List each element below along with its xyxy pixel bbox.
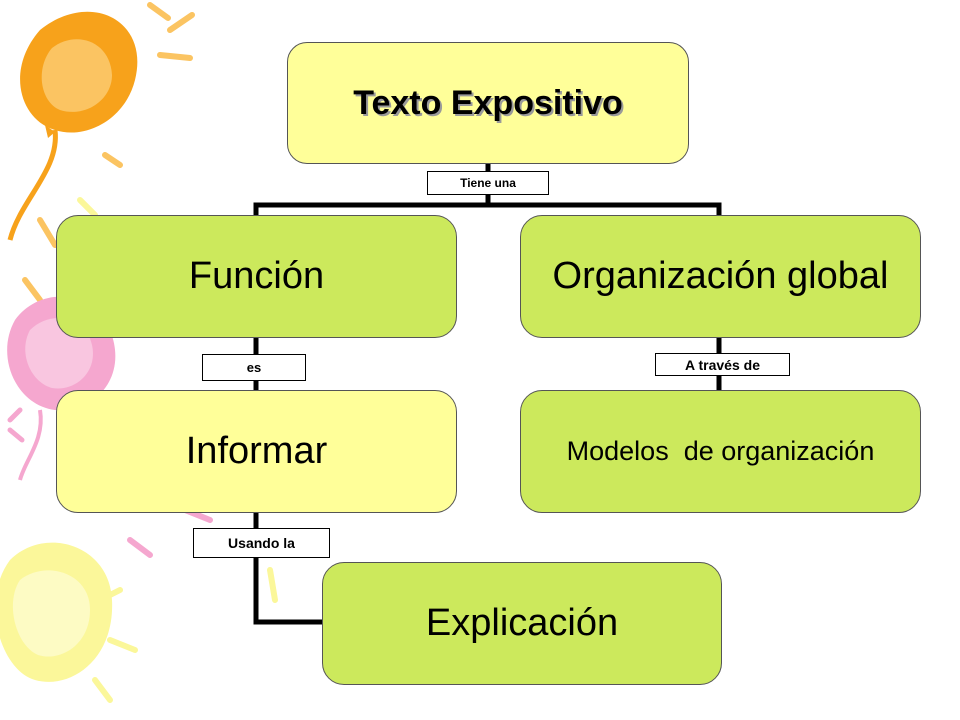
node-modelos-de-organizacion: Modelos de organización [520,390,921,513]
link-label-es: es [202,354,306,381]
node-funcion: Función [56,215,457,338]
link-label-usando-la: Usando la [193,528,330,558]
node-informar: Informar [56,390,457,513]
node-informar-label: Informar [185,430,328,472]
link-label-tiene-una: Tiene una [427,171,549,195]
node-modelos-de-organizacion-label: Modelos de organización [566,436,875,466]
node-explicacion: Explicación [322,562,722,685]
node-organizacion-global: Organización global [520,215,921,338]
node-texto-expositivo-label: Texto Expositivo [353,83,623,122]
node-explicacion-label: Explicación [425,602,619,644]
link-label-a-traves-de: A través de [655,353,790,376]
node-funcion-label: Función [188,255,325,297]
node-texto-expositivo: Texto Expositivo [287,42,689,164]
node-organizacion-global-label: Organización global [552,255,889,297]
